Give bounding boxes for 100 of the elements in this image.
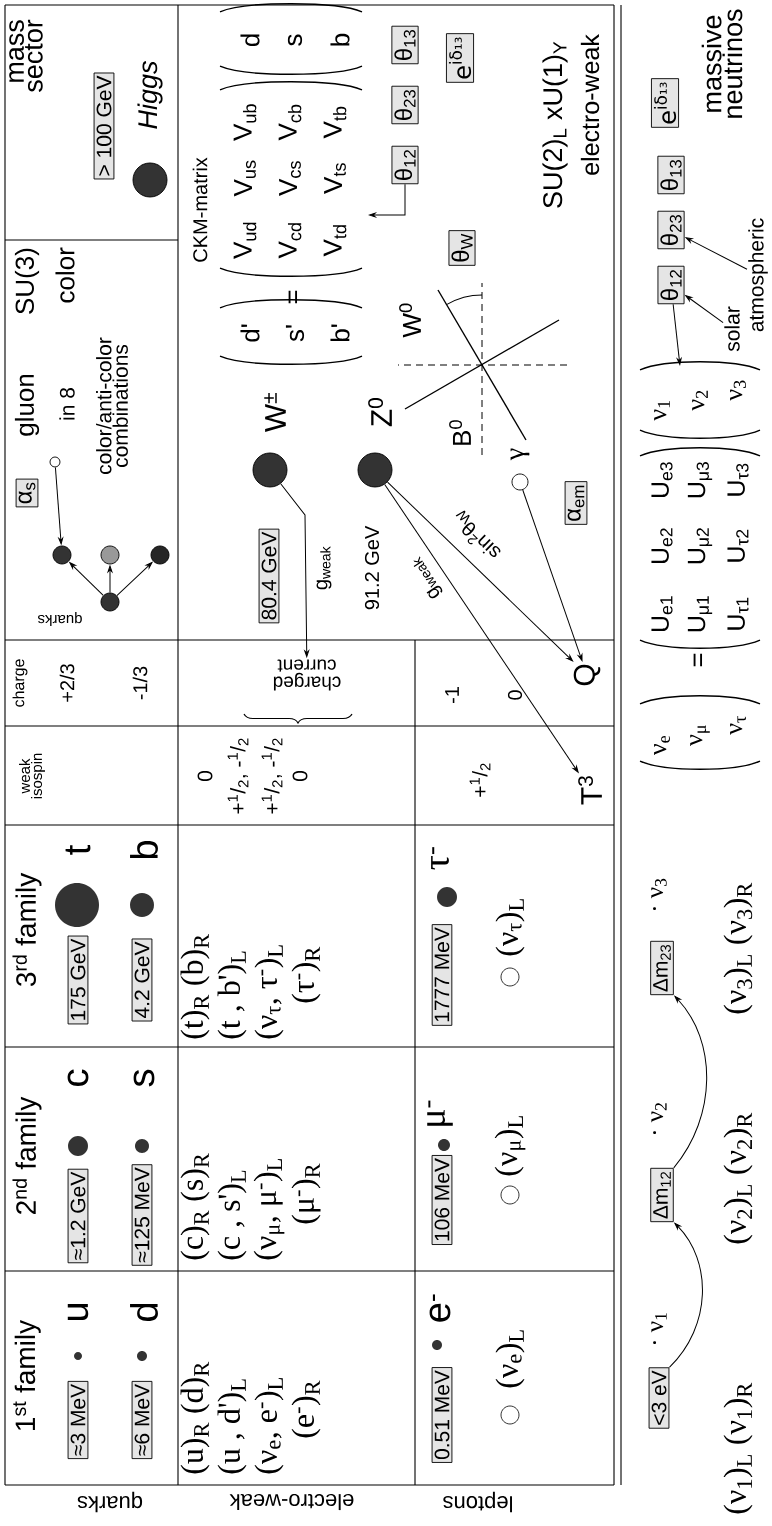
value-box: ≈1.2 GeV bbox=[67, 1168, 89, 1264]
value-box: 4.2 GeV bbox=[131, 938, 153, 1022]
doublet-formula: (ν$_{τ}$, τ$^{-}$)$_{L}$ bbox=[254, 945, 284, 1039]
matrix-entry: U$_{τ3}$ bbox=[727, 463, 749, 496]
value-box: θ$_{12}$ bbox=[657, 265, 685, 305]
arrow bbox=[685, 295, 724, 324]
charge-value: +2/3 bbox=[59, 664, 75, 702]
doublet-formula: (τ$^{-}$)$_{R}$ bbox=[291, 946, 321, 1003]
matrix-entry: V$_{cd}$ bbox=[278, 223, 302, 259]
matrix-entry: V$_{ts}$ bbox=[324, 163, 346, 194]
isospin-symbol: T$^{3}$ bbox=[578, 776, 602, 805]
matrix-entry: d bbox=[240, 34, 260, 47]
isospin-value: +$^{1}$/$_{2}$ bbox=[469, 763, 491, 797]
matrix-entry: U$_{τ2}$ bbox=[727, 529, 749, 562]
value-box: α$_{s}$ bbox=[15, 478, 39, 508]
note: color/anti-color combinations bbox=[96, 337, 128, 474]
doublet-formula: (u , d')$_{L}$ bbox=[217, 1379, 247, 1474]
edge-label: g$_{weak}$ bbox=[315, 544, 333, 592]
matrix-entry: U$_{μ3}$ bbox=[687, 462, 713, 498]
group-heading: electro-weak bbox=[580, 34, 600, 175]
matrix-entry: V$_{cb}$ bbox=[278, 104, 302, 141]
note: in 8 bbox=[59, 388, 75, 420]
value-box: 0.51 MeV bbox=[431, 1367, 453, 1463]
particle-dot bbox=[100, 592, 120, 612]
particle-symbol: e$^{-}$ bbox=[429, 1294, 451, 1322]
doublet-formula: (e$^{-}$)$_{R}$ bbox=[291, 1380, 321, 1438]
isospin-value: 0 bbox=[197, 771, 213, 781]
arrow bbox=[668, 1222, 703, 1368]
doublet-formula: (u)$_{R}$ (d)$_{R}$ bbox=[180, 1361, 210, 1474]
charge-value: 0 bbox=[507, 690, 523, 700]
neutrino-formula: · ν$_{3}$ bbox=[651, 878, 667, 911]
current-label: charged current bbox=[273, 659, 341, 691]
particle-name: γ bbox=[510, 448, 530, 461]
neutrino-formula: · ν$_{1}$ bbox=[651, 1313, 667, 1345]
value-box: e$^{iδ₁₃}$ bbox=[651, 78, 680, 128]
particle-symbol: τ$^{-}$ bbox=[431, 847, 449, 870]
value-box: Δm$_{12}$ bbox=[650, 1167, 674, 1223]
particle-dot bbox=[132, 162, 168, 198]
particle-dot bbox=[100, 545, 120, 565]
arrow bbox=[116, 562, 153, 596]
matrix-entry: ν$_{2}$ bbox=[692, 390, 708, 411]
charge-value: -1 bbox=[445, 687, 459, 703]
family-heading: 1$^{st}$ family bbox=[13, 1319, 41, 1430]
matrix-entry: d' bbox=[240, 324, 260, 342]
isospin-value: +$^{1}$/$_{2}$, -$^{1}$/$_{2}$ bbox=[227, 738, 249, 814]
value-box: θ$_{23}$ bbox=[391, 85, 419, 125]
particle-name: W$^{±}$ bbox=[264, 392, 286, 433]
matrix-entry: U$_{e2}$ bbox=[651, 528, 673, 564]
matrix-entry: U$_{e3}$ bbox=[651, 462, 673, 498]
doublet-formula: (t , b')$_{L}$ bbox=[217, 951, 247, 1039]
neutrino-formula: (ν$_{e}$)$_{L}$ bbox=[495, 1330, 525, 1388]
family-heading: 2$^{nd}$ family bbox=[12, 1096, 42, 1214]
mass-value: 91.2 GeV bbox=[364, 525, 380, 610]
matrix-entry: ν$_{τ}$ bbox=[730, 716, 746, 735]
arrow bbox=[387, 481, 574, 662]
arrow bbox=[369, 183, 406, 218]
arrow bbox=[384, 483, 579, 773]
matrix-entry: V$_{us}$ bbox=[234, 160, 256, 197]
matrix-entry: ν$_{1}$ bbox=[654, 400, 670, 421]
value-box: 175 GeV bbox=[67, 935, 89, 1025]
column-heading: weak isospin bbox=[19, 753, 45, 799]
group-heading: color bbox=[55, 247, 75, 303]
equals-sign: = bbox=[693, 653, 702, 667]
group-heading: SU(3) bbox=[14, 248, 40, 314]
open-circle bbox=[511, 473, 529, 491]
row-label: quarks bbox=[77, 1491, 143, 1513]
doublet-formula: (ν$_{e}$, e$^{-}$)$_{L}$ bbox=[254, 1378, 284, 1474]
doublet-formula: (c)$_{R}$ (s)$_{R}$ bbox=[180, 1153, 210, 1260]
group-heading: SU(2)$_{L}$ xU(1)$_{Y}$ bbox=[542, 41, 568, 208]
edge-label: sin$^{2}$θ$_{W}$ bbox=[446, 506, 506, 566]
family-heading: 3$^{rd}$ family bbox=[12, 872, 42, 987]
arrow bbox=[673, 995, 708, 1169]
matrix-entry: b bbox=[330, 33, 350, 46]
value-box: ≈125 MeV bbox=[131, 1164, 153, 1266]
matrix-entry: V$_{cs}$ bbox=[279, 161, 301, 196]
value-box: θ$_{23}$ bbox=[657, 210, 685, 250]
neutrino-formula: (ν$_{1}$)$_{L}$ (ν$_{1}$)$_{R}$ bbox=[723, 1382, 753, 1514]
doublet-formula: (c , s')$_{L}$ bbox=[217, 1170, 247, 1260]
value-box: θ$_{13}$ bbox=[657, 155, 685, 195]
particle-name: quarks bbox=[38, 612, 82, 626]
group-heading: mass sector bbox=[9, 19, 43, 92]
matrix-entry: U$_{μ2}$ bbox=[687, 528, 713, 564]
matrix-entry: ν$_{e}$ bbox=[654, 735, 670, 756]
row-label: leptons bbox=[443, 1491, 512, 1513]
value-box: ≈6 MeV bbox=[131, 1380, 153, 1460]
particle-symbol: s bbox=[133, 1069, 155, 1087]
arrow bbox=[522, 489, 583, 662]
matrix-entry: U$_{τ1}$ bbox=[727, 597, 749, 630]
value-box: θ$_{12}$ bbox=[391, 145, 419, 185]
value-box: ≈3 MeV bbox=[67, 1380, 89, 1460]
column-heading: charge bbox=[12, 659, 28, 707]
value-box: α$_{em}$ bbox=[564, 481, 588, 525]
arrow bbox=[69, 562, 104, 596]
equals-sign: = bbox=[288, 290, 297, 304]
matrix-title: CKM-matrix bbox=[192, 157, 208, 262]
mixing-label: atmospheric bbox=[748, 218, 768, 332]
matrix-entry: U$_{e1}$ bbox=[651, 596, 673, 632]
value-box: 1777 MeV bbox=[431, 924, 453, 1026]
isospin-value: +$^{1}$/$_{2}$, -$^{1}$/$_{2}$ bbox=[261, 738, 283, 814]
particle-dot bbox=[357, 452, 393, 488]
